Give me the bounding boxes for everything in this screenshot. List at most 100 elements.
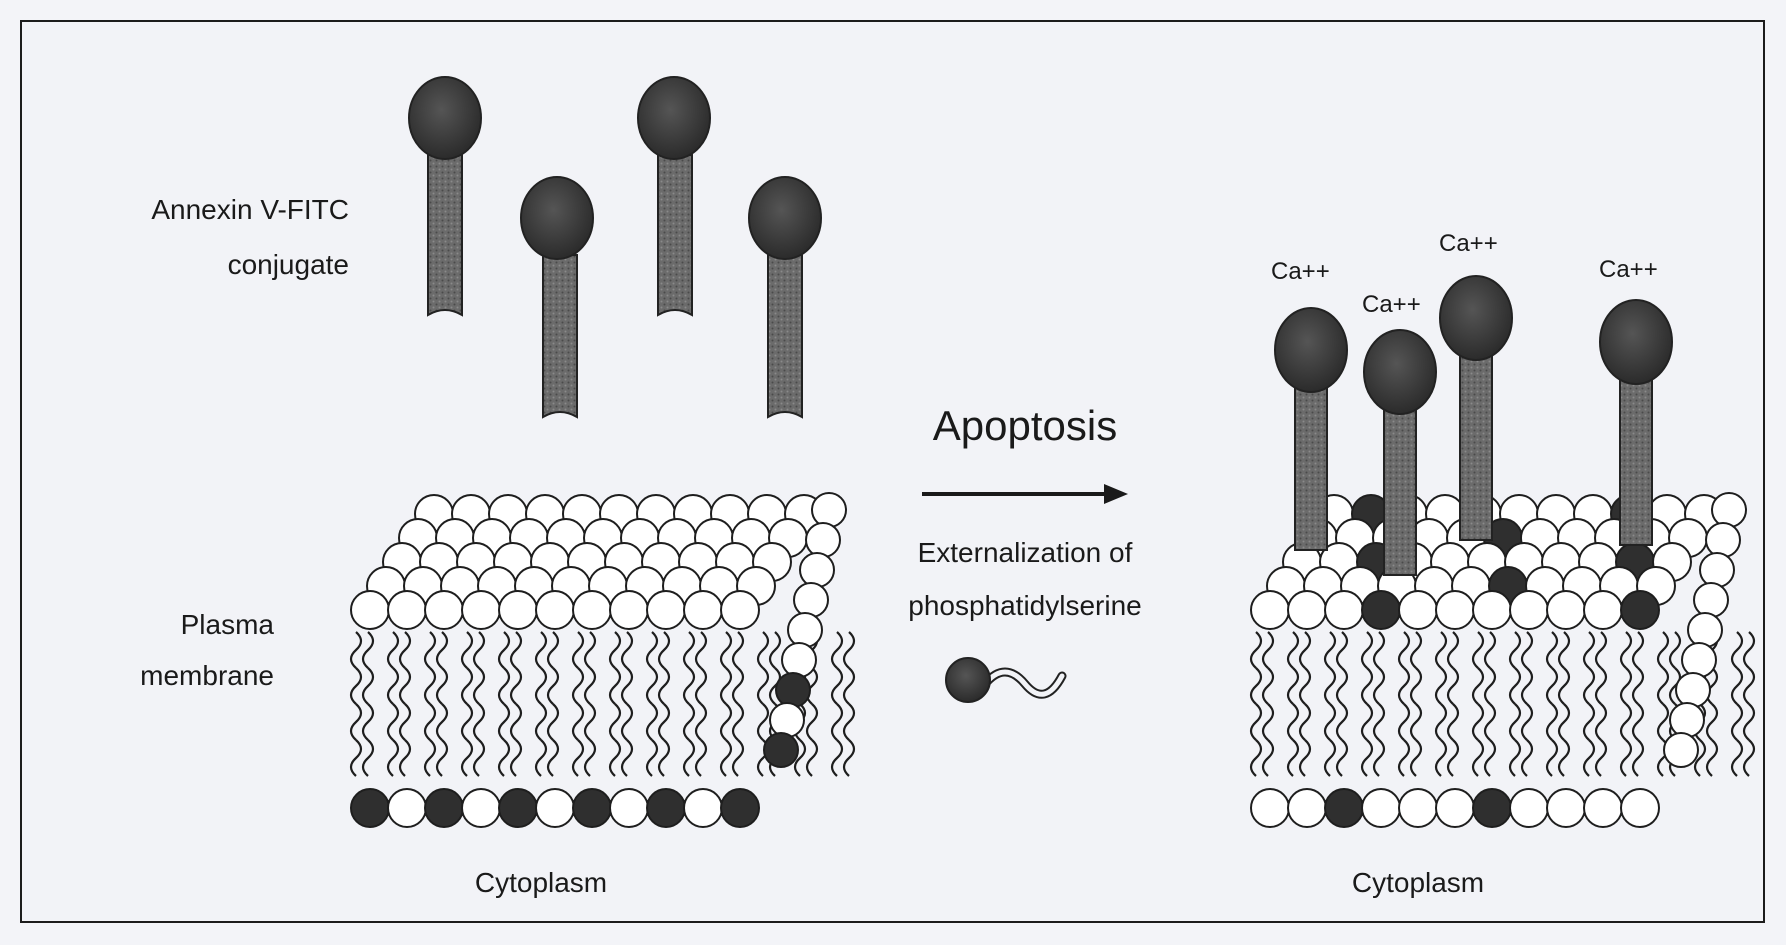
lipid-tail: [1411, 668, 1421, 704]
lipid-tail: [1732, 704, 1742, 740]
lipid-tail: [1485, 668, 1495, 704]
lipid-head: [610, 789, 648, 827]
lipid-tail: [721, 704, 731, 740]
lipid-head: [1547, 591, 1585, 629]
lipid-tail: [733, 704, 743, 740]
lipid-tail: [1263, 704, 1273, 740]
lipid-tail: [684, 704, 694, 740]
calcium-label: Ca++: [1362, 293, 1421, 317]
lipid-tail: [548, 632, 558, 668]
lipid-head: [536, 591, 574, 629]
lipid-head: [776, 673, 810, 707]
lipid-tail: [462, 632, 472, 668]
lipid-tail: [807, 704, 817, 740]
lipid-tail: [511, 704, 521, 740]
lipid-head: [684, 591, 722, 629]
lipid-tail: [844, 704, 854, 740]
lipid-tail: [474, 632, 484, 668]
lipid-tail: [1621, 740, 1631, 776]
lipid-tail: [1596, 632, 1606, 668]
lipid-head: [1436, 789, 1474, 827]
lipid-tail: [1362, 740, 1372, 776]
lipid-tail: [844, 668, 854, 704]
lipid-tail: [1288, 704, 1298, 740]
lipid-tail: [1325, 632, 1335, 668]
lipid-tail: [758, 668, 768, 704]
lipid-tail: [1473, 668, 1483, 704]
lipid-head: [1664, 733, 1698, 767]
lipid-tail: [832, 740, 842, 776]
lipid-tail: [1732, 668, 1742, 704]
lipid-tail: [1263, 740, 1273, 776]
lipid-head: [1251, 789, 1289, 827]
lipid-tail: [1621, 632, 1631, 668]
lipid-tail: [1547, 668, 1557, 704]
lipid-tail: [659, 668, 669, 704]
lipid-tail: [1251, 704, 1261, 740]
lipid-tail: [1658, 704, 1668, 740]
lipid-tail: [499, 668, 509, 704]
lipid-tail: [1707, 704, 1717, 740]
lipid-tail: [1547, 704, 1557, 740]
lipid-tail: [1325, 704, 1335, 740]
lipid-head: [610, 591, 648, 629]
lipid-tail: [684, 740, 694, 776]
calcium-label: Ca++: [1599, 258, 1658, 282]
phosphatidylserine-icon: [946, 658, 1062, 702]
annexin-probe: [638, 77, 710, 315]
lipid-tail: [1658, 668, 1668, 704]
lipid-head: [721, 591, 759, 629]
lipid-tail: [721, 740, 731, 776]
lipid-tail: [573, 668, 583, 704]
lipid-tail: [758, 632, 768, 668]
lipid-tail: [696, 632, 706, 668]
lipid-tail: [400, 740, 410, 776]
lipid-tail: [733, 740, 743, 776]
lipid-tail: [832, 668, 842, 704]
lipid-head: [462, 591, 500, 629]
lipid-tail: [696, 668, 706, 704]
lipid-tail: [1584, 740, 1594, 776]
lipid-head: [782, 643, 816, 677]
plasma-label-line2: membrane: [140, 662, 274, 690]
lipid-tail: [536, 704, 546, 740]
lipid-tail: [351, 668, 361, 704]
lipid-tail: [499, 740, 509, 776]
lipid-tail: [622, 668, 632, 704]
lipid-tail: [1707, 740, 1717, 776]
lipid-head: [1676, 673, 1710, 707]
lipid-tail: [548, 740, 558, 776]
lipid-tail: [351, 704, 361, 740]
lipid-tail: [659, 740, 669, 776]
lipid-head: [1288, 789, 1326, 827]
lipid-tail: [1744, 704, 1754, 740]
lipid-tail: [832, 704, 842, 740]
lipid-tail: [1300, 668, 1310, 704]
lipid-tail: [1744, 740, 1754, 776]
lipid-head: [462, 789, 500, 827]
lipid-tail: [622, 632, 632, 668]
lipid-tail: [1621, 704, 1631, 740]
lipid-head: [1325, 591, 1363, 629]
lipid-tail: [1436, 632, 1446, 668]
lipid-head: [351, 591, 389, 629]
lipid-tail: [1510, 704, 1520, 740]
lipid-tail: [1362, 668, 1372, 704]
lipid-head: [794, 583, 828, 617]
plasma-label-line1: Plasma: [181, 611, 274, 639]
lipid-head: [1621, 591, 1659, 629]
lipid-tail: [1337, 704, 1347, 740]
lipid-head: [536, 789, 574, 827]
lipid-tail: [1448, 740, 1458, 776]
lipid-head: [1706, 523, 1740, 557]
annexin-label-line1: Annexin V-FITC: [151, 196, 349, 224]
lipid-tail: [462, 704, 472, 740]
annexin-probe: [521, 177, 593, 417]
lipid-tail: [536, 668, 546, 704]
lipid-tail: [647, 740, 657, 776]
lipid-tail: [1399, 632, 1409, 668]
lipid-tail: [1399, 668, 1409, 704]
lipid-tail: [622, 704, 632, 740]
lipid-tail: [425, 668, 435, 704]
apoptosis-arrow: [922, 484, 1128, 504]
